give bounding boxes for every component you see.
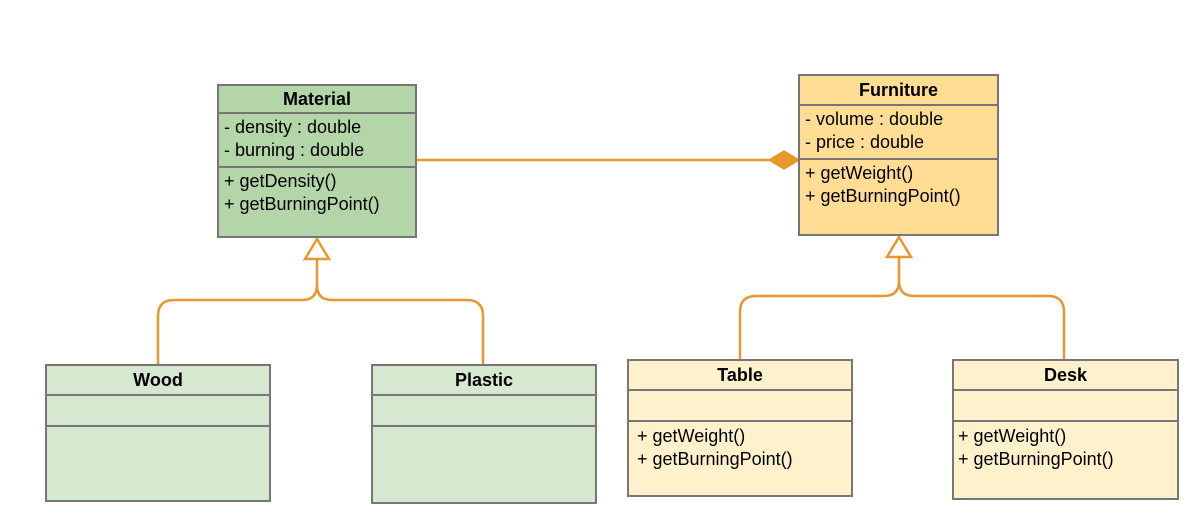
class-plastic[interactable]: Plastic	[371, 364, 597, 504]
method: + getBurningPoint()	[637, 449, 793, 469]
attribute: - burning : double	[224, 140, 365, 160]
methods-section	[47, 427, 269, 431]
class-name: Plastic	[373, 366, 595, 396]
method: + getBurningPoint()	[224, 194, 380, 214]
methods-section	[373, 427, 595, 431]
generalization-arrowhead-furniture	[884, 234, 914, 259]
generalization-material-connector[interactable]	[156, 236, 485, 365]
attributes-section: - density : double - burning : double	[219, 114, 415, 168]
attribute: - density : double	[224, 117, 362, 137]
methods-section: + getWeight() + getBurningPoint()	[629, 422, 851, 474]
attributes-section	[954, 391, 1177, 422]
generalization-furniture-connector[interactable]	[738, 234, 1066, 360]
attributes-section	[373, 396, 595, 427]
class-table[interactable]: Table + getWeight() + getBurningPoint()	[627, 359, 853, 497]
methods-section: + getWeight() + getBurningPoint()	[800, 160, 997, 210]
class-material[interactable]: Material - density : double - burning : …	[217, 84, 417, 238]
attributes-section	[47, 396, 269, 427]
method: + getBurningPoint()	[805, 186, 961, 206]
composition-diamond	[767, 150, 801, 170]
class-name: Wood	[47, 366, 269, 396]
method: + getWeight()	[958, 426, 1067, 446]
method: + getBurningPoint()	[958, 449, 1114, 469]
class-name: Material	[219, 86, 415, 114]
attributes-section: - volume : double - price : double	[800, 106, 997, 160]
method: + getWeight()	[637, 426, 746, 446]
attribute: - price : double	[805, 132, 925, 152]
class-furniture[interactable]: Furniture - volume : double - price : do…	[798, 74, 999, 236]
class-wood[interactable]: Wood	[45, 364, 271, 502]
methods-section: + getWeight() + getBurningPoint()	[954, 422, 1177, 474]
class-desk[interactable]: Desk + getWeight() + getBurningPoint()	[952, 359, 1179, 500]
methods-section: + getDensity() + getBurningPoint()	[219, 168, 415, 218]
class-name: Desk	[954, 361, 1177, 391]
composition-connector[interactable]	[416, 150, 801, 170]
attribute: - volume : double	[805, 109, 944, 129]
class-name: Furniture	[800, 76, 997, 106]
attributes-section	[629, 391, 851, 422]
class-name: Table	[629, 361, 851, 391]
generalization-arrowhead-material	[302, 236, 332, 261]
method: + getDensity()	[224, 171, 337, 191]
method: + getWeight()	[805, 163, 914, 183]
